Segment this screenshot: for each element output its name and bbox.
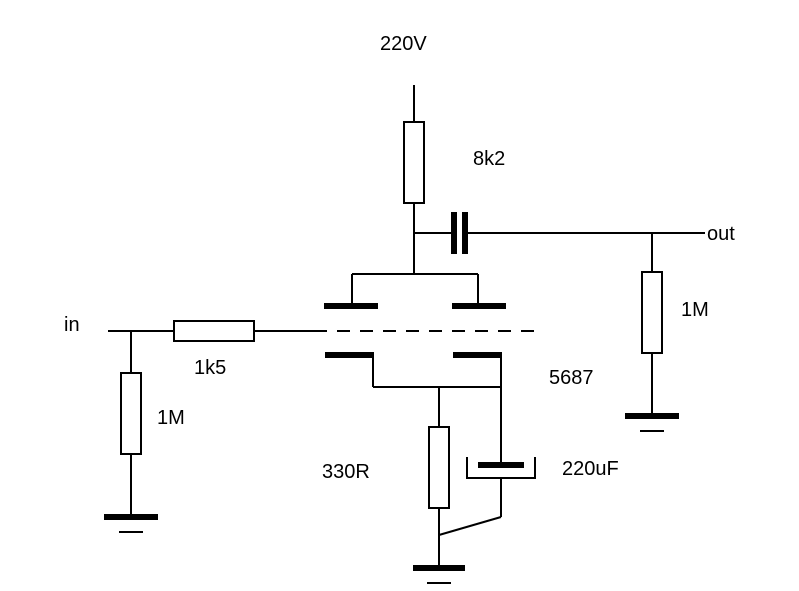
cathode-resistor xyxy=(428,426,450,509)
tube-cathodes xyxy=(325,352,502,388)
tube-label: 5687 xyxy=(549,367,594,389)
input-resistor-label: 1M xyxy=(157,407,185,429)
cathode-capacitor xyxy=(438,387,536,536)
grid-resistor xyxy=(173,320,255,342)
coupling-capacitor xyxy=(414,212,705,254)
output-label: out xyxy=(707,223,735,245)
tube-plates xyxy=(324,273,506,309)
cathode-ground-icon xyxy=(413,565,465,584)
output-ground-icon xyxy=(625,413,679,432)
grid-resistor-label: 1k5 xyxy=(194,357,226,379)
plate-resistor-label: 8k2 xyxy=(473,148,505,170)
output-resistor xyxy=(641,271,663,354)
input-resistor xyxy=(120,372,142,455)
output-resistor-label: 1M xyxy=(681,299,709,321)
input-label: in xyxy=(64,314,80,336)
cathode-resistor-label: 330R xyxy=(322,461,370,483)
plate-resistor xyxy=(403,121,425,204)
supply-label: 220V xyxy=(380,33,427,55)
input-ground-icon xyxy=(104,514,158,533)
cathode-capacitor-label: 220uF xyxy=(562,458,619,480)
